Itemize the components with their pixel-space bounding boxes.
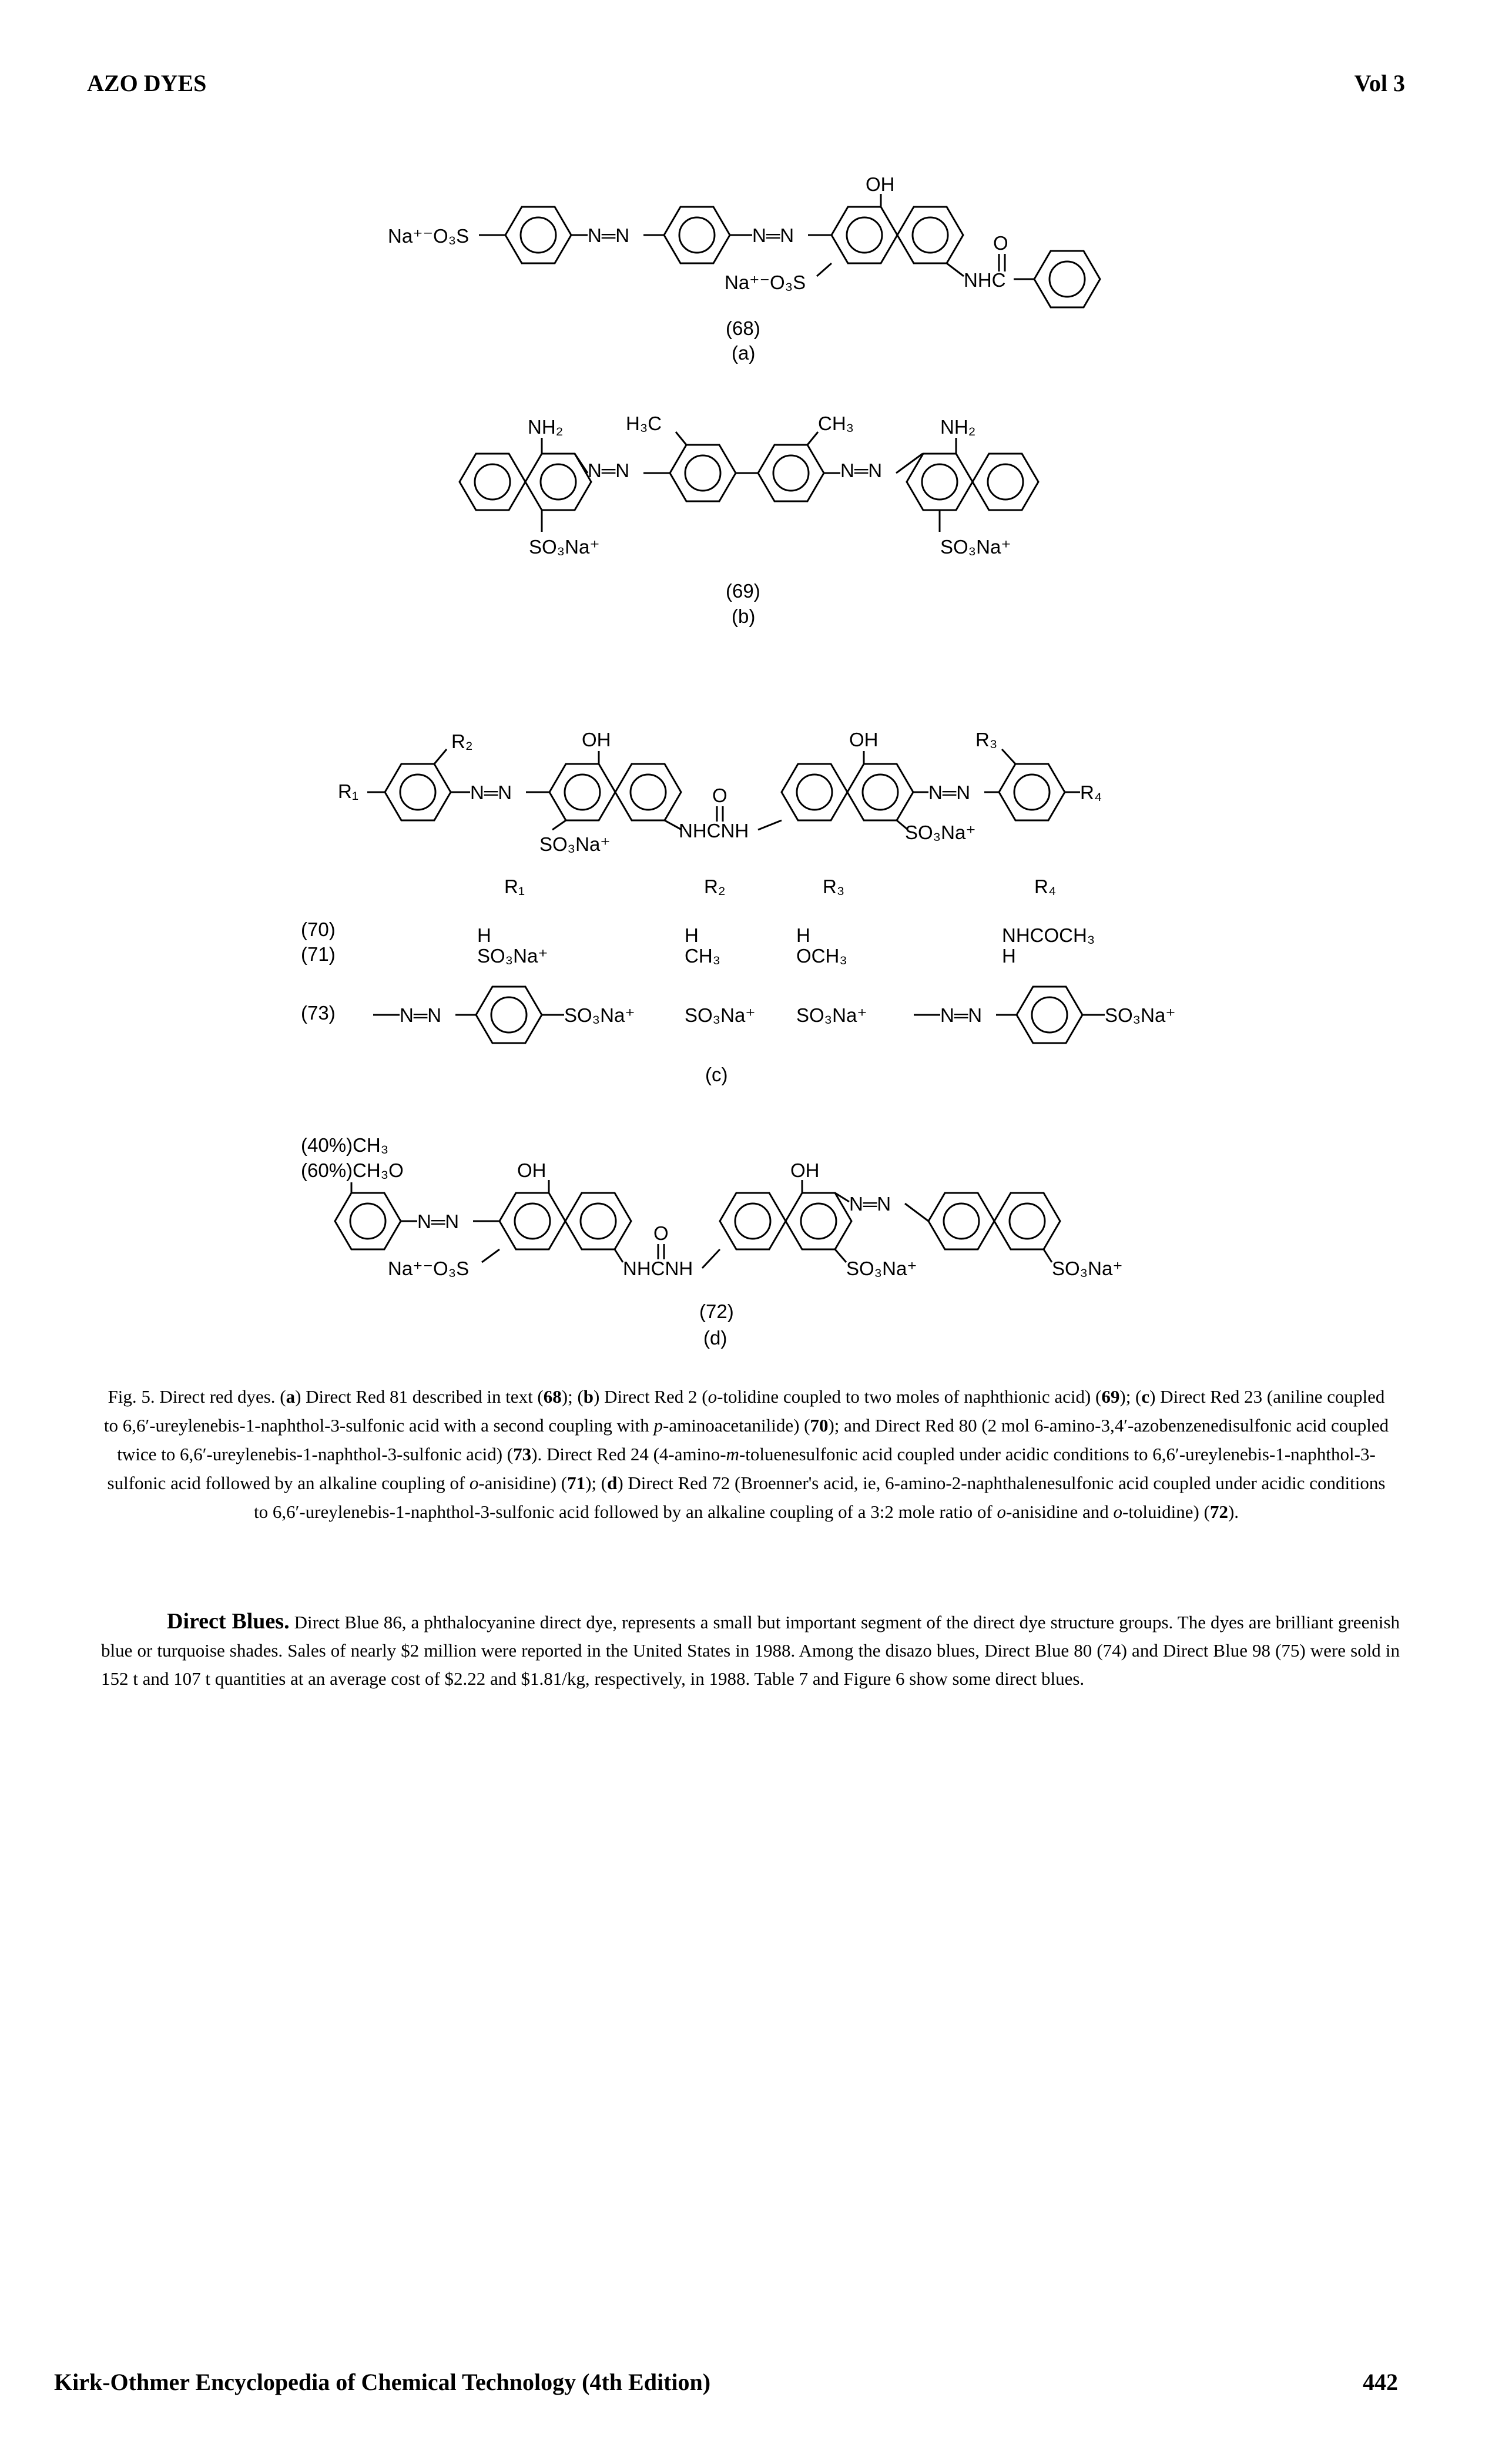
label: O xyxy=(993,232,1008,254)
table-cell: OCH₃ xyxy=(796,945,847,967)
row-id: (70) xyxy=(301,918,336,940)
figure-caption: Fig. 5. Direct red dyes. (a) Direct Red … xyxy=(103,1386,1389,1522)
label: Na⁺⁻O₃S xyxy=(388,1258,469,1279)
section-body: Direct Blue 86, a phthalocyanine direct … xyxy=(101,1612,1400,1689)
label: SO₃Na⁺ xyxy=(539,833,611,855)
structure-68: Na⁺⁻O₃S N═N N═N OH Na⁺⁻O₃S NHC O (68) (a… xyxy=(388,173,1101,364)
panel-label: (a) xyxy=(732,342,755,364)
table-cell: SO₃Na⁺ xyxy=(685,1004,756,1026)
page-number: 442 xyxy=(1363,2369,1398,2395)
table-cell: SO₃Na⁺ xyxy=(477,945,548,967)
panel-label: (d) xyxy=(703,1327,727,1349)
panel-label: (b) xyxy=(732,605,755,627)
structure-69: NH₂ SO₃Na⁺ N═N H₃C CH₃ N═N NH₂ SO₃Na⁺ (6… xyxy=(458,413,1040,627)
column-header: R₄ xyxy=(1034,876,1056,897)
table-cell: H xyxy=(796,924,810,946)
table-cell: SO₃Na⁺ xyxy=(796,1004,867,1026)
figure-5-structures: Na⁺⁻O₃S N═N N═N OH Na⁺⁻O₃S NHC O (68) (a… xyxy=(301,173,1176,1349)
label: OH xyxy=(866,173,895,195)
running-header-volume: Vol 3 xyxy=(1354,70,1405,96)
table-cell: H xyxy=(685,924,699,946)
label: Na⁺⁻O₃S xyxy=(725,271,806,293)
label: N═N xyxy=(588,460,629,481)
label: OH xyxy=(849,729,879,750)
table-cell: H xyxy=(1002,945,1016,967)
label: N═N xyxy=(928,782,970,803)
label: NH₂ xyxy=(940,416,975,438)
structure-70-71-73: R₁ R₂ N═N OH SO₃Na⁺ NHCNH O OH SO₃Na⁺ N═… xyxy=(301,729,1176,1085)
section-direct-blues: Direct Blues. Direct Blue 86, a phthaloc… xyxy=(101,1607,1400,1693)
label: SO₃Na⁺ xyxy=(1105,1004,1176,1026)
label: SO₃Na⁺ xyxy=(564,1004,635,1026)
table-cell: H xyxy=(477,924,491,946)
label: Na⁺⁻O₃S xyxy=(388,225,469,247)
structure-72: (40%)CH₃ (60%)CH₃O N═N OH Na⁺⁻O₃S NHCNH … xyxy=(301,1134,1123,1349)
row-id: (71) xyxy=(301,943,336,965)
table-cell: CH₃ xyxy=(685,945,720,967)
label: R₁ xyxy=(338,780,358,802)
section-heading: Direct Blues. xyxy=(167,1609,290,1634)
label: O xyxy=(712,785,727,806)
label: N═N xyxy=(470,782,512,803)
label: SO₃Na⁺ xyxy=(529,536,600,558)
column-header: R₁ xyxy=(504,876,525,897)
compound-number: (68) xyxy=(726,317,760,339)
column-header: R₃ xyxy=(823,876,844,897)
label: OH xyxy=(517,1159,546,1181)
label: OH xyxy=(790,1159,820,1181)
label: N═N xyxy=(849,1193,891,1215)
label: R₃ xyxy=(975,729,997,750)
compound-number: (69) xyxy=(726,580,760,602)
label: N═N xyxy=(840,460,882,481)
label: N═N xyxy=(588,224,629,246)
label: R₂ xyxy=(451,730,473,752)
column-header: R₂ xyxy=(704,876,726,897)
label: NHCNH xyxy=(623,1258,693,1279)
running-header-title: AZO DYES xyxy=(87,70,207,96)
label: NHCNH xyxy=(679,820,749,842)
label: N═N xyxy=(940,1004,982,1026)
label: NHC xyxy=(964,269,1006,291)
compound-number: (72) xyxy=(699,1300,734,1322)
panel-label: (c) xyxy=(705,1064,727,1085)
label: R₄ xyxy=(1080,782,1102,803)
label: SO₃Na⁺ xyxy=(846,1258,917,1279)
label: OH xyxy=(582,729,611,750)
label: N═N xyxy=(417,1211,459,1232)
label: O xyxy=(653,1222,669,1244)
label: SO₃Na⁺ xyxy=(1052,1258,1123,1279)
label: (60%)CH₃O xyxy=(301,1159,404,1181)
table-cell: NHCOCH₃ xyxy=(1002,924,1095,946)
label: N═N xyxy=(400,1004,441,1026)
label: SO₃Na⁺ xyxy=(905,822,976,843)
label: (40%)CH₃ xyxy=(301,1134,388,1156)
label: CH₃ xyxy=(818,413,854,434)
row-id: (73) xyxy=(301,1002,336,1024)
label: N═N xyxy=(752,224,794,246)
label: NH₂ xyxy=(528,416,563,438)
label: H₃C xyxy=(626,413,662,434)
label: SO₃Na⁺ xyxy=(940,536,1011,558)
footer-source: Kirk-Othmer Encyclopedia of Chemical Tec… xyxy=(54,2369,711,2395)
